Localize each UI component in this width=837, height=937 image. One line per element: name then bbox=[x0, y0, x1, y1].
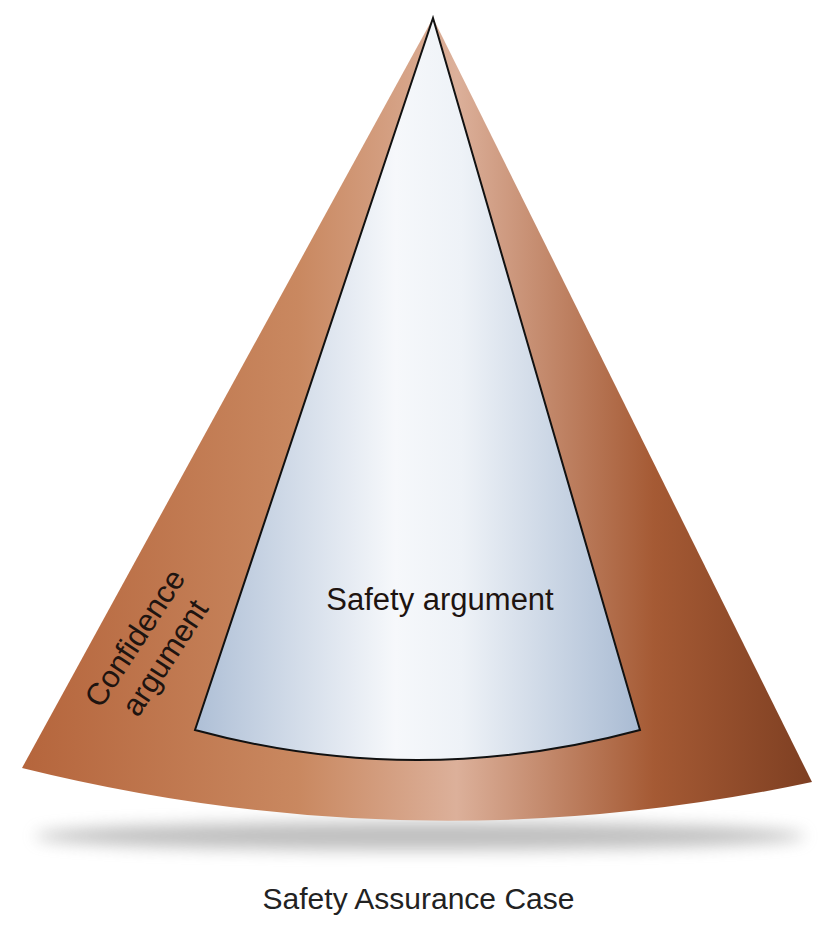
inner-cone-outline bbox=[193, 16, 642, 764]
inner-cone-shape bbox=[195, 18, 640, 760]
cone-label: Safety argument bbox=[310, 582, 570, 618]
inner-cone: Safety argument bbox=[193, 16, 642, 764]
outer-cone-shape bbox=[22, 18, 812, 821]
diagram-caption: Safety Assurance Case bbox=[0, 882, 837, 916]
cone-shadow bbox=[35, 822, 805, 850]
outer-cone: Confidence argumentSafety argument bbox=[18, 16, 814, 828]
